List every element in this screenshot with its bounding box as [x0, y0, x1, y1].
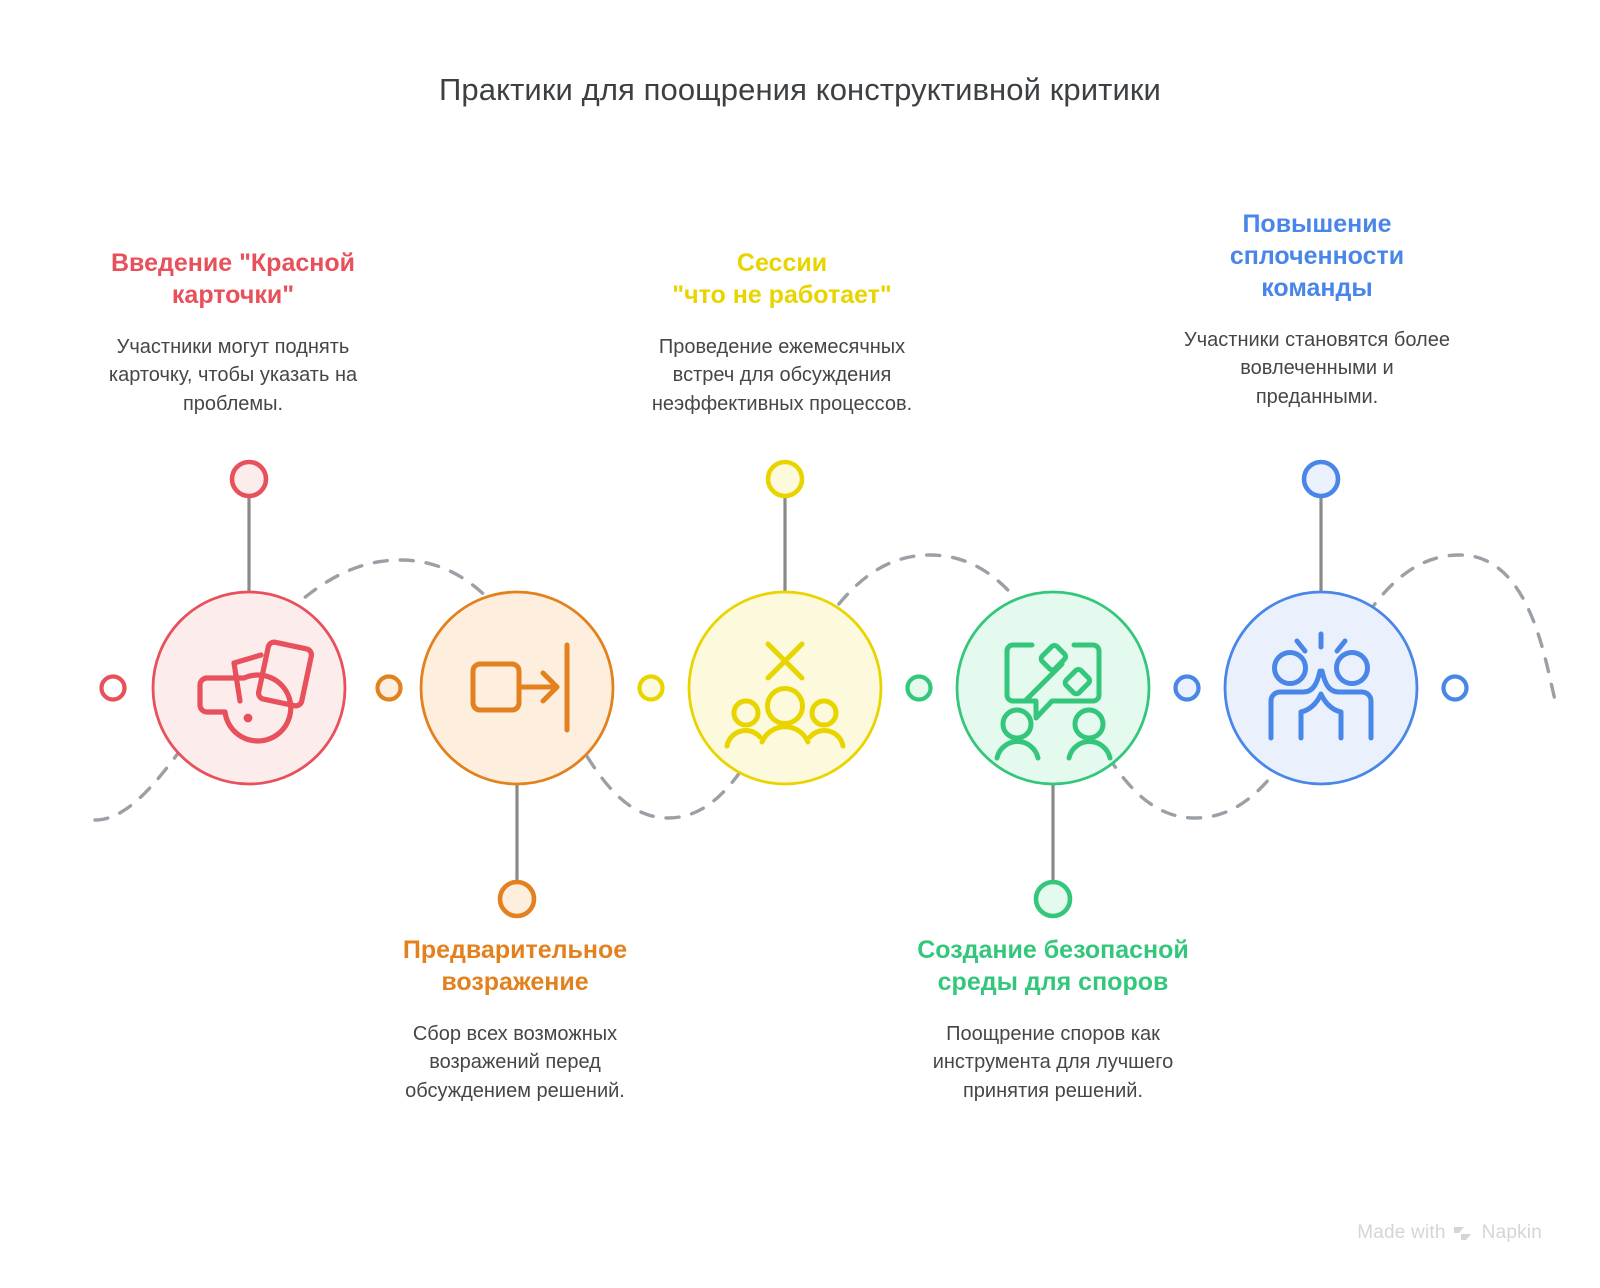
path-marker-dot-2	[375, 674, 403, 702]
step-heading-4: Создание безопасной среды для споров	[917, 936, 1189, 996]
step-description-1: Участники могут поднять карточку, чтобы …	[108, 336, 358, 415]
path-marker-dot-4	[905, 674, 933, 702]
step-label-4: Создание безопасной среды для споров Поо…	[862, 934, 1244, 1105]
stem-end-dot-4	[1033, 879, 1073, 919]
dashed-connector-path	[93, 553, 1557, 822]
stem-end-dot-2	[497, 879, 537, 919]
move-to-end-arrow-icon	[470, 642, 570, 733]
step-description-3: Проведение ежемесячных встреч для обсужд…	[651, 336, 913, 415]
stem-end-dot-3	[765, 459, 805, 499]
step-node-5[interactable]	[1173, 459, 1469, 786]
stem-end-dot-5	[1301, 459, 1341, 499]
path-marker-dot-5	[1173, 674, 1201, 702]
step-label-5: Повышение сплоченности команды Участники…	[1128, 208, 1506, 411]
page-title: Практики для поощрения конструктивной кр…	[439, 72, 1161, 107]
napkin-chevrons-icon	[1453, 1227, 1471, 1240]
step-node-1[interactable]	[99, 459, 347, 786]
step-description-2: Сбор всех возможных возражений перед обс…	[405, 1023, 625, 1102]
step-node-2[interactable]	[375, 590, 615, 919]
step-circle-4	[955, 590, 1151, 786]
watermark-made-with-label: Made with	[1357, 1222, 1446, 1243]
napkin-watermark[interactable]: Made with Napkin	[1357, 1222, 1542, 1244]
whistle-red-card-icon	[197, 639, 315, 744]
step-circle-5	[1223, 590, 1419, 786]
path-marker-dot-1	[99, 674, 127, 702]
path-marker-dot-3	[637, 674, 665, 702]
step-heading-1: Введение "Красной карточки"	[110, 249, 356, 309]
group-with-cross-icon	[724, 641, 846, 749]
stem-end-dot-1	[229, 459, 269, 499]
watermark-brand-label: Napkin	[1481, 1222, 1542, 1243]
step-description-4: Поощрение споров как инструмента для луч…	[932, 1023, 1174, 1102]
step-circle-1	[151, 590, 347, 786]
step-node-4[interactable]	[905, 590, 1151, 919]
step-node-3[interactable]	[637, 459, 883, 786]
step-heading-2: Предварительное возражение	[402, 936, 628, 996]
step-label-3: Сессии "что не работает" Проведение ежем…	[598, 247, 966, 418]
step-label-2: Предварительное возражение Сбор всех воз…	[330, 934, 700, 1105]
high-five-people-icon	[1268, 631, 1374, 741]
path-marker-dot-6	[1441, 674, 1469, 702]
step-heading-3: Сессии "что не работает"	[672, 249, 892, 309]
step-label-1: Введение "Красной карточки" Участники мо…	[62, 247, 404, 418]
step-heading-5: Повышение сплоченности команды	[1229, 210, 1405, 302]
gavel-speech-bubble-icon	[994, 642, 1113, 761]
step-description-5: Участники становятся более вовлеченными …	[1184, 329, 1450, 408]
